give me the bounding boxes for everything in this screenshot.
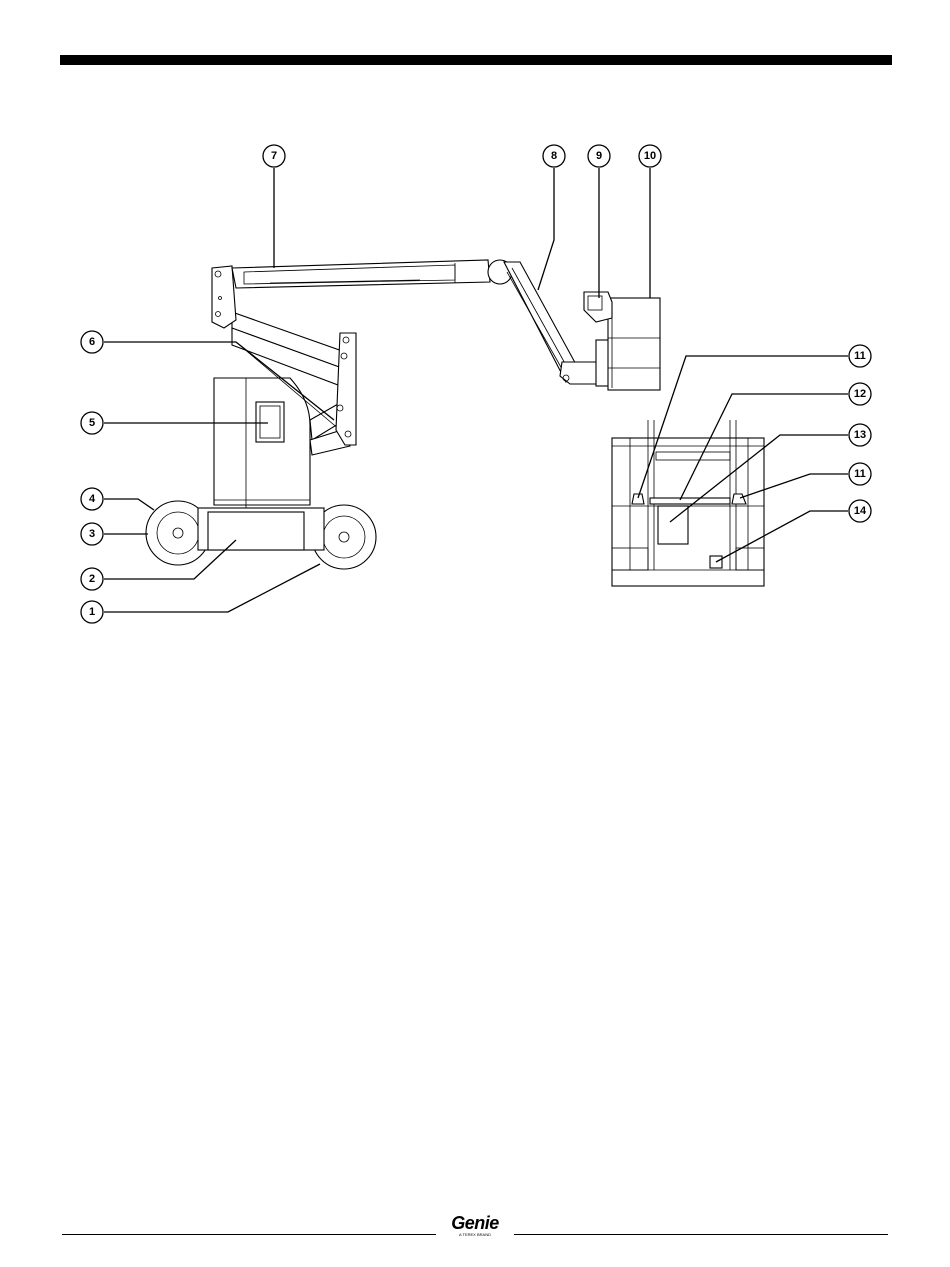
callout-label: 7 [271,150,277,162]
callout-9: 9 [588,145,610,167]
footer-rule-left [62,1234,436,1235]
callout-12: 12 [849,383,871,405]
callout-4: 4 [81,488,103,510]
callout-13: 13 [849,424,871,446]
platform-side-view [608,298,660,390]
machine-illustration [146,260,660,569]
callout-7: 7 [263,145,285,167]
vertical-link [336,333,356,445]
footer-rule-right [514,1234,888,1235]
callout-label: 3 [89,528,95,540]
callout-label: 8 [551,150,557,162]
callout-label: 13 [854,429,866,441]
callout-2: 2 [81,568,103,590]
callout-label: 6 [89,336,95,348]
callout-10: 10 [639,145,661,167]
callout-14: 14 [849,500,871,522]
callout-11-top: 11 [849,345,871,367]
callout-label: 5 [89,417,95,429]
platform-placard-strip [650,498,730,504]
callout-label: 10 [644,150,656,162]
callout-label: 11 [854,468,866,480]
battery-compartment [208,512,304,550]
callout-label: 2 [89,573,95,585]
logo-wordmark: Genie [440,1214,510,1232]
callout-label: 1 [89,606,95,618]
lanyard-anchor-left [632,494,644,504]
callout-label: 4 [89,493,96,505]
callout-label: 14 [854,505,867,517]
callout-1: 1 [81,601,103,623]
callout-label: 9 [596,150,602,162]
callout-11-bottom: 11 [849,463,871,485]
genie-logo: Genie A TEREX BRAND [440,1214,510,1237]
platform-front-view [612,420,764,586]
callout-6: 6 [81,331,103,353]
callout-3: 3 [81,523,103,545]
callout-label: 12 [854,388,866,400]
callout-label: 11 [854,350,866,362]
callout-5: 5 [81,412,103,434]
callout-8: 8 [543,145,565,167]
